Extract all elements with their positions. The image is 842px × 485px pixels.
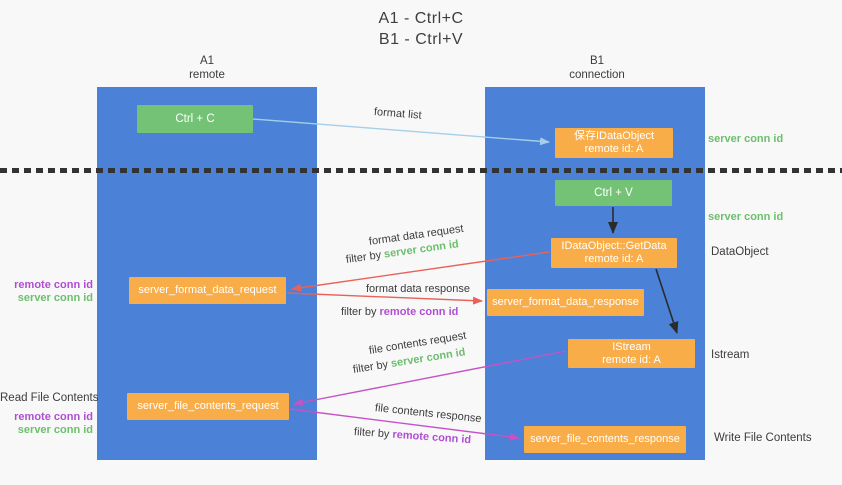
remote-conn-id-annotation: remote conn id xyxy=(14,279,93,291)
filter-by-text: filter by xyxy=(353,426,393,441)
left-conn-id-annotation-top: remote conn id server conn id xyxy=(0,279,93,305)
format-data-response-label: format data response xyxy=(366,283,470,295)
node-istream-line1: IStream xyxy=(612,340,651,353)
server-conn-id-annotation: server conn id xyxy=(17,292,93,304)
node-ctrl-v-label: Ctrl + V xyxy=(594,186,633,199)
lifeline-header-a1: A1 remote xyxy=(147,54,267,82)
lifeline-b1-role: connection xyxy=(569,69,625,81)
node-server-format-data-request: server_format_data_request xyxy=(129,277,286,304)
node-server-format-data-response-label: server_format_data_response xyxy=(492,296,639,308)
left-conn-id-annotation-bottom: remote conn id server conn id xyxy=(0,411,93,437)
node-save-idataobject-line2: remote id: A xyxy=(584,143,644,155)
node-idataobject-getdata: IDataObject::GetData remote id: A xyxy=(551,238,677,268)
node-istream-line2: remote id: A xyxy=(602,353,661,366)
node-save-idataobject: 保存IDataObject remote id: A xyxy=(555,128,673,158)
node-ctrl-v: Ctrl + V xyxy=(555,180,672,206)
server-conn-id-annotation-top: server conn id xyxy=(708,133,784,145)
filter-by-text: filter by xyxy=(341,306,380,318)
remote-conn-id-annotation: remote conn id xyxy=(14,411,93,423)
node-idataobject-getdata-line1: IDataObject::GetData xyxy=(561,240,667,252)
node-ctrl-c: Ctrl + C xyxy=(137,105,253,133)
filter-by-text: filter by xyxy=(352,358,392,376)
lifeline-a1-role: remote xyxy=(189,69,225,81)
file-contents-response-filter: filter by remote conn id xyxy=(354,426,472,446)
filter-by-text: filter by xyxy=(345,248,385,266)
remote-conn-id-key: remote conn id xyxy=(392,428,472,447)
lifeline-b1-name: B1 xyxy=(589,55,605,67)
diagram-title: A1 - Ctrl+C B1 - Ctrl+V xyxy=(0,8,842,50)
node-server-file-contents-request-label: server_file_contents_request xyxy=(137,400,279,412)
remote-conn-id-key: remote conn id xyxy=(379,306,459,318)
diagram-title-line2: B1 - Ctrl+V xyxy=(378,31,464,48)
node-istream: IStream remote id: A xyxy=(568,339,695,368)
phase-separator-dotted-line xyxy=(0,168,842,173)
diagram-title-line1: A1 - Ctrl+C xyxy=(378,10,464,27)
format-data-response-filter: filter by remote conn id xyxy=(341,306,458,318)
node-server-file-contents-request: server_file_contents_request xyxy=(127,393,289,420)
node-save-idataobject-line1: 保存IDataObject xyxy=(573,130,655,142)
server-conn-id-annotation-mid: server conn id xyxy=(708,211,784,223)
server-conn-id-annotation: server conn id xyxy=(17,424,93,436)
node-server-file-contents-response: server_file_contents_response xyxy=(524,426,686,453)
write-file-contents-annotation: Write File Contents xyxy=(714,432,812,444)
node-server-format-data-response: server_format_data_response xyxy=(487,289,644,316)
format-list-label: format list xyxy=(373,106,423,122)
read-file-contents-annotation: Read File Contents xyxy=(0,392,99,404)
node-ctrl-c-label: Ctrl + C xyxy=(175,112,215,125)
lifeline-header-b1: B1 connection xyxy=(537,54,657,82)
node-server-file-contents-response-label: server_file_contents_response xyxy=(530,433,680,445)
lifeline-a1-name: A1 xyxy=(199,55,215,67)
node-idataobject-getdata-line2: remote id: A xyxy=(584,253,644,265)
istream-annotation: Istream xyxy=(711,349,750,361)
dataobject-annotation: DataObject xyxy=(711,246,769,258)
file-contents-response-label: file contents response xyxy=(374,402,483,426)
node-server-format-data-request-label: server_format_data_request xyxy=(138,284,277,296)
